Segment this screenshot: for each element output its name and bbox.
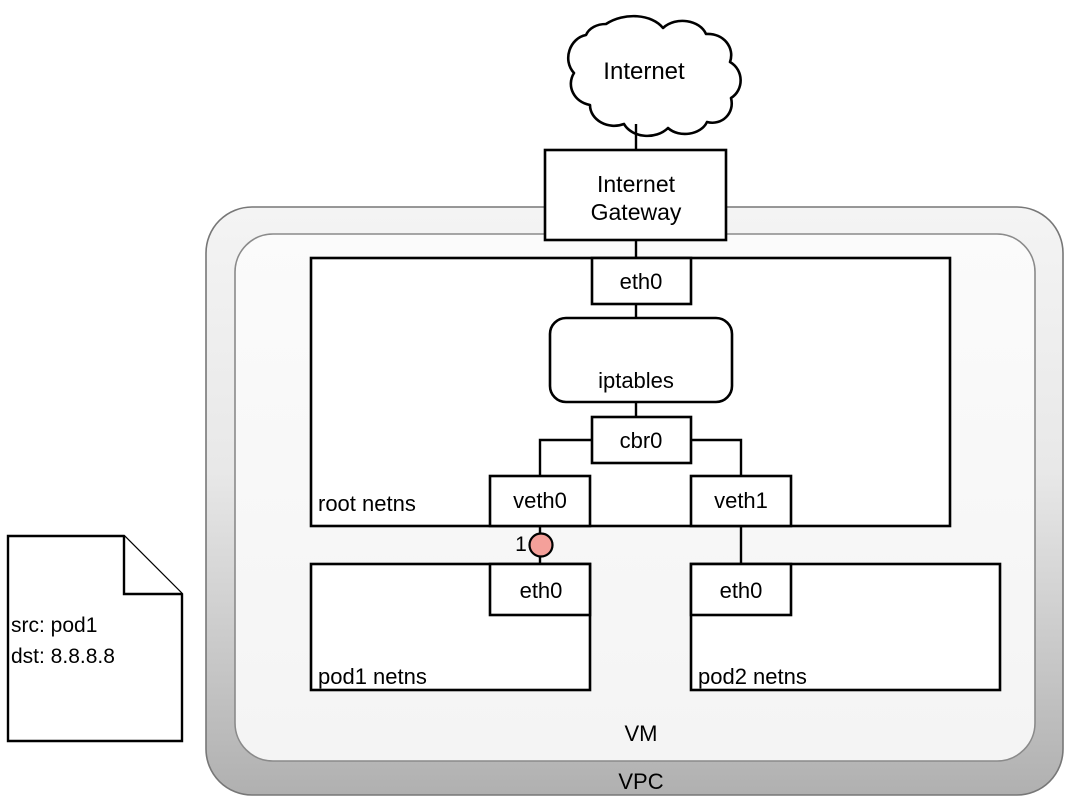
node-veth1 bbox=[689, 474, 793, 528]
node-pod2-eth0-label: eth0 bbox=[719, 578, 763, 603]
node-cbr0 bbox=[590, 415, 693, 465]
node-pod1-eth0-label: eth0 bbox=[519, 578, 563, 603]
namespace-pod2-netns-label: pod2 netns bbox=[698, 664, 807, 689]
node-iptables-label: iptables bbox=[598, 368, 674, 393]
packet-note-src-label: src: pod1 bbox=[11, 614, 98, 637]
packet-note-dst-label: dst: 8.8.8.8 bbox=[11, 645, 115, 668]
packet-note-icon bbox=[6, 534, 184, 743]
node-veth0 bbox=[488, 474, 592, 528]
node-pod2-eth0 bbox=[689, 562, 793, 617]
node-host-eth0 bbox=[590, 256, 693, 306]
node-host-eth0-label: eth0 bbox=[619, 269, 663, 294]
internet-cloud-icon bbox=[567, 14, 742, 138]
namespace-root-netns-label: root netns bbox=[318, 491, 416, 516]
edge-cbr0-to-veth0 bbox=[538, 438, 592, 476]
step-marker-1-dot bbox=[528, 532, 554, 558]
node-veth0-label: veth0 bbox=[513, 488, 567, 513]
internet-gateway-label-line1: Internet bbox=[597, 171, 675, 197]
node-pod1-eth0 bbox=[488, 562, 592, 617]
namespace-pod1-netns-label: pod1 netns bbox=[318, 664, 427, 689]
container-vm-label: VM bbox=[624, 721, 658, 746]
internet-gateway-label-line2: Gateway bbox=[590, 199, 682, 225]
edge-cbr0-to-veth1 bbox=[691, 438, 743, 476]
container-vpc-label: VPC bbox=[618, 769, 664, 794]
node-cbr0-label: cbr0 bbox=[619, 428, 663, 453]
step-marker-1-label: 1 bbox=[515, 533, 527, 556]
node-iptables bbox=[548, 316, 734, 404]
node-veth1-label: veth1 bbox=[714, 488, 768, 513]
internet-cloud-label: Internet bbox=[603, 58, 685, 85]
